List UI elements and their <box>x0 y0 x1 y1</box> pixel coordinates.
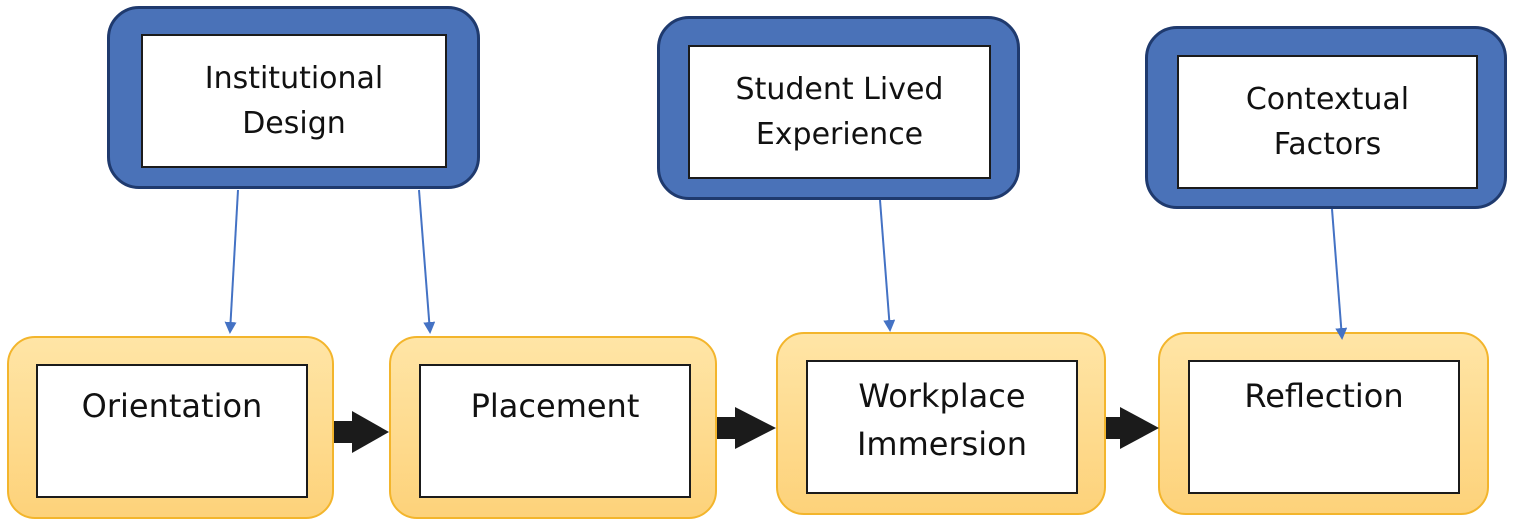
flow-arrow-workplace-to-reflection <box>1106 407 1159 449</box>
stage-text-line1: Workplace <box>858 377 1026 415</box>
influence-text-line2: Experience <box>755 117 924 152</box>
stage-text-line2: Immersion <box>856 425 1028 463</box>
connector-institutional-to-placement <box>418 189 436 334</box>
stage-text-line1: Orientation <box>81 387 263 425</box>
influence-box-contextual-factors: Contextual Factors <box>1145 26 1507 209</box>
influence-text-line2: Factors <box>1273 127 1382 162</box>
connector-institutional-to-orientation <box>224 189 239 334</box>
stage-box-orientation: Orientation <box>7 336 334 519</box>
influence-label-student-lived-experience: Student Lived Experience <box>688 45 991 179</box>
stage-text-line1: Reflection <box>1244 377 1404 415</box>
stage-box-placement: Placement <box>389 336 717 519</box>
influence-label-institutional-design: Institutional Design <box>141 34 447 168</box>
influence-box-student-lived-experience: Student Lived Experience <box>657 16 1020 200</box>
stage-text-line1: Placement <box>470 387 640 425</box>
connector-contextual-to-reflection <box>1331 208 1348 340</box>
influence-box-institutional-design: Institutional Design <box>107 6 480 189</box>
flow-arrow-orientation-to-placement <box>334 411 389 453</box>
connector-student-to-workplace <box>879 199 896 332</box>
stage-label-workplace-immersion: Workplace Immersion <box>806 360 1078 494</box>
stage-label-orientation: Orientation <box>36 364 308 498</box>
influence-text-line1: Student Lived <box>735 72 944 107</box>
stage-box-reflection: Reflection <box>1158 332 1489 515</box>
stage-box-workplace-immersion: Workplace Immersion <box>776 332 1106 515</box>
influence-text-line1: Contextual <box>1245 82 1410 117</box>
stage-label-reflection: Reflection <box>1188 360 1460 494</box>
influence-label-contextual-factors: Contextual Factors <box>1177 55 1478 189</box>
influence-text-line1: Institutional <box>204 61 384 96</box>
stage-label-placement: Placement <box>419 364 691 498</box>
influence-text-line2: Design <box>242 106 346 141</box>
flow-arrow-placement-to-workplace <box>717 407 776 449</box>
